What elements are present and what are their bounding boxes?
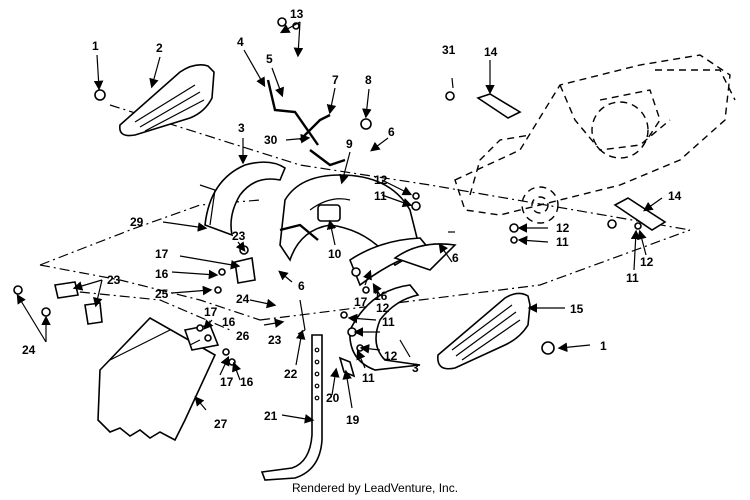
callout-27: 27 xyxy=(214,417,228,431)
callout-12: 12 xyxy=(374,173,388,187)
callout-16: 16 xyxy=(374,289,388,303)
callout-11: 11 xyxy=(556,235,569,249)
callout-24: 24 xyxy=(22,343,36,357)
callout-6: 6 xyxy=(388,125,395,139)
callout-10: 10 xyxy=(328,247,342,261)
callout-17: 17 xyxy=(204,305,218,319)
callout-23: 23 xyxy=(232,229,246,243)
callout-11: 11 xyxy=(626,271,639,285)
callout-6: 6 xyxy=(452,251,459,265)
callout-12: 12 xyxy=(556,221,570,235)
callout-19: 19 xyxy=(346,413,360,427)
callout-16: 16 xyxy=(240,375,254,389)
fasteners xyxy=(13,17,642,378)
callout-25: 25 xyxy=(155,287,169,301)
callout-13: 13 xyxy=(290,7,304,21)
upper-linkage xyxy=(266,79,346,241)
callout-16: 16 xyxy=(155,267,169,281)
callout-31: 31 xyxy=(442,43,456,57)
callout-30: 30 xyxy=(264,133,278,147)
callout-12: 12 xyxy=(376,301,390,315)
callout-14: 14 xyxy=(668,189,682,203)
callout-7: 7 xyxy=(332,73,339,87)
engine-frame-phantom xyxy=(454,54,736,224)
callout-8: 8 xyxy=(365,73,372,87)
leader-lines xyxy=(16,21,663,424)
callout-1: 1 xyxy=(600,339,607,353)
callout-3: 3 xyxy=(238,121,245,135)
callout-11: 11 xyxy=(362,371,375,385)
callout-17: 17 xyxy=(220,375,234,389)
callout-2: 2 xyxy=(156,41,163,55)
depth-bar xyxy=(260,334,323,481)
callout-labels: 1 1 2 3 3 4 5 6 6 6 7 8 9 10 11 11 11 11… xyxy=(22,7,682,431)
callout-21: 21 xyxy=(264,409,278,423)
callout-11: 11 xyxy=(374,189,387,203)
callout-17: 17 xyxy=(354,295,368,309)
fender-left xyxy=(199,161,286,237)
callout-16: 16 xyxy=(222,315,236,329)
callout-26: 26 xyxy=(236,329,250,343)
callout-23: 23 xyxy=(107,273,121,287)
callout-12: 12 xyxy=(384,349,398,363)
callout-11: 11 xyxy=(382,315,395,329)
callout-1: 1 xyxy=(92,39,99,53)
tine-shield xyxy=(97,316,217,442)
callout-9: 9 xyxy=(346,137,353,151)
callout-14: 14 xyxy=(484,45,498,59)
callout-29: 29 xyxy=(130,215,144,229)
callout-23: 23 xyxy=(268,333,282,347)
callout-22: 22 xyxy=(284,367,298,381)
callout-5: 5 xyxy=(266,52,273,66)
callout-3: 3 xyxy=(412,361,419,375)
footrest-left xyxy=(118,64,215,137)
footrest-right xyxy=(437,292,531,370)
callout-4: 4 xyxy=(237,35,244,49)
callout-15: 15 xyxy=(570,302,584,316)
render-credit: Rendered by LeadVenture, Inc. xyxy=(291,481,459,495)
frame-reference-lines xyxy=(39,104,691,331)
callout-17: 17 xyxy=(155,247,169,261)
callout-24: 24 xyxy=(236,292,250,306)
callout-20: 20 xyxy=(326,391,340,405)
rear-rods xyxy=(476,93,667,231)
callout-12: 12 xyxy=(640,255,654,269)
callout-6: 6 xyxy=(298,279,305,293)
